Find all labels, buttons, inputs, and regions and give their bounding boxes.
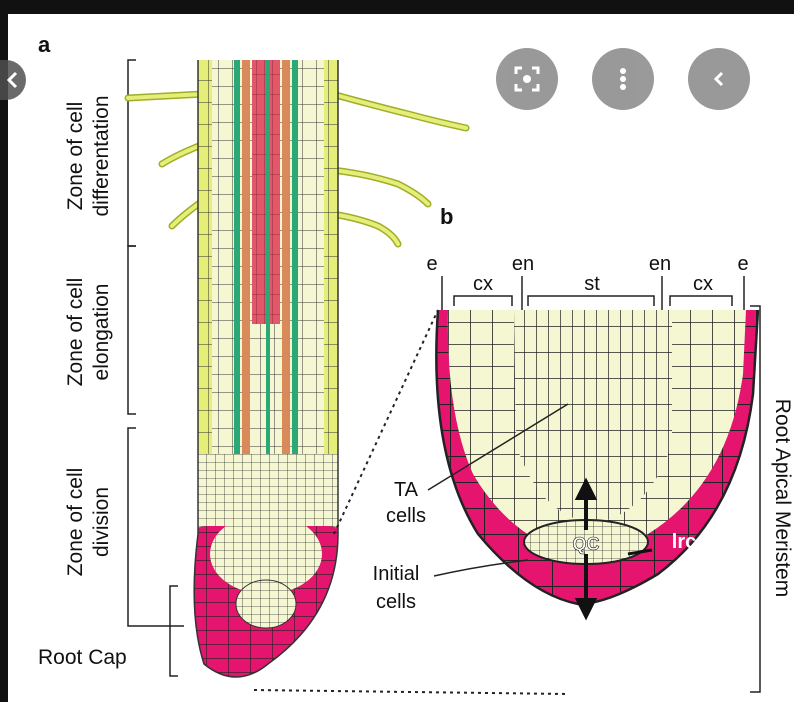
svg-text:en: en bbox=[649, 253, 671, 275]
svg-text:Zone of cell: Zone of cell bbox=[64, 278, 87, 387]
zone-differentiation-label: Zone of cell differentation bbox=[64, 95, 113, 216]
svg-text:en: en bbox=[512, 253, 534, 275]
previous-button[interactable] bbox=[688, 48, 750, 110]
figure-content: a b Zone of cell differentation Zone of … bbox=[8, 14, 794, 702]
tissue-labels: e en en e cx st cx bbox=[426, 253, 748, 295]
root-diagram: a b Zone of cell differentation Zone of … bbox=[8, 14, 794, 702]
ta-cells-label: TA cells bbox=[386, 479, 426, 527]
vertical-dots-icon bbox=[608, 64, 638, 94]
root-apical-meristem-label: Root Apical Meristem bbox=[771, 399, 794, 597]
svg-text:Zone of cell: Zone of cell bbox=[64, 102, 87, 211]
zone-brackets bbox=[128, 60, 184, 676]
zone-elongation-label: Zone of cell elongation bbox=[64, 278, 113, 387]
svg-text:e: e bbox=[426, 253, 437, 275]
qc-label: QC bbox=[573, 534, 600, 554]
initial-cells-label: Initial cells bbox=[373, 563, 420, 613]
svg-text:cells: cells bbox=[386, 505, 426, 527]
svg-text:TA: TA bbox=[394, 479, 419, 501]
chevron-left-icon bbox=[5, 70, 21, 90]
panel-a-label: a bbox=[38, 32, 51, 57]
svg-text:elongation: elongation bbox=[90, 284, 113, 381]
svg-text:differentation: differentation bbox=[90, 95, 113, 216]
panel-b-label: b bbox=[440, 204, 453, 229]
svg-text:cells: cells bbox=[376, 591, 416, 613]
chevron-left-icon bbox=[704, 64, 734, 94]
col-label: col bbox=[568, 629, 597, 651]
scan-icon bbox=[512, 64, 542, 94]
root-longitudinal-section bbox=[184, 54, 350, 702]
svg-text:cx: cx bbox=[693, 273, 713, 295]
zone-division-label: Zone of cell division bbox=[64, 468, 113, 577]
svg-text:Initial: Initial bbox=[373, 563, 420, 585]
lens-search-button[interactable] bbox=[496, 48, 558, 110]
svg-text:Zone of cell: Zone of cell bbox=[64, 468, 87, 577]
svg-text:division: division bbox=[90, 487, 113, 557]
more-options-button[interactable] bbox=[592, 48, 654, 110]
svg-text:st: st bbox=[584, 273, 600, 295]
root-cap-label: Root Cap bbox=[38, 646, 127, 669]
svg-text:e: e bbox=[737, 253, 748, 275]
lrc-label: lrc bbox=[672, 531, 696, 553]
svg-text:cx: cx bbox=[473, 273, 493, 295]
